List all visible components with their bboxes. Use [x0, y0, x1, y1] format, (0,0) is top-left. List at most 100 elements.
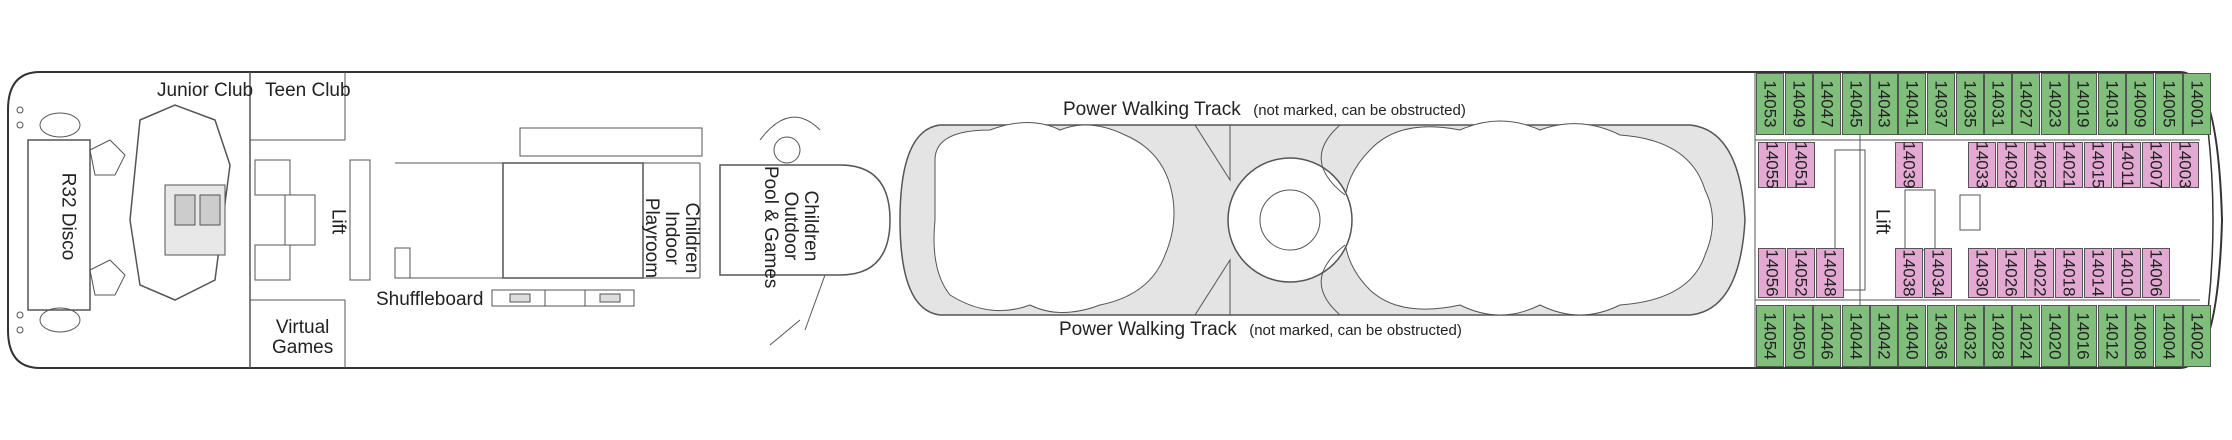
power-walking-bottom-note: (not marked, can be obstructed): [1249, 322, 1462, 339]
lift-label-forward: Lift: [327, 208, 349, 235]
power-walking-track-top: Power Walking Track (not marked, can be …: [1063, 100, 1466, 119]
cabin-number: 14028: [1989, 312, 2008, 360]
junior-club-label: Junior Club: [157, 80, 254, 101]
cabin-14034[interactable]: 14034: [1924, 248, 1952, 298]
cabin-14029[interactable]: 14029: [1997, 141, 2025, 189]
cabin-number: 14010: [2118, 249, 2137, 297]
cabin-14024[interactable]: 14024: [2012, 305, 2040, 367]
cabin-14002[interactable]: 14002: [2183, 305, 2211, 367]
cabin-number: 14007: [2147, 141, 2166, 189]
cabin-number: 14025: [2031, 141, 2050, 189]
cabin-14044[interactable]: 14044: [1842, 305, 1870, 367]
shuffleboard-label: Shuffleboard: [376, 289, 484, 310]
cabin-14008[interactable]: 14008: [2126, 305, 2154, 367]
shuffleboard-court: [491, 289, 635, 307]
children-indoor-playroom-label: Children Indoor Playroom: [641, 197, 702, 279]
cabin-number: 14038: [1900, 249, 1919, 297]
cabin-14052[interactable]: 14052: [1787, 248, 1815, 298]
cabin-14009[interactable]: 14009: [2126, 73, 2154, 135]
cabin-number: 14009: [2131, 80, 2150, 128]
cabin-number: 14044: [1847, 312, 1866, 360]
cabin-number: 14016: [2074, 312, 2093, 360]
cabin-14005[interactable]: 14005: [2155, 73, 2183, 135]
power-walking-bottom-title: Power Walking Track: [1059, 319, 1237, 340]
cabin-14028[interactable]: 14028: [1984, 305, 2012, 367]
cabin-number: 14053: [1761, 80, 1780, 128]
cabin-14047[interactable]: 14047: [1813, 73, 1841, 135]
cabin-14049[interactable]: 14049: [1785, 73, 1813, 135]
cabin-14026[interactable]: 14026: [1997, 248, 2025, 298]
cabin-14037[interactable]: 14037: [1927, 73, 1955, 135]
cabin-14039[interactable]: 14039: [1895, 141, 1923, 189]
cabin-14025[interactable]: 14025: [2026, 141, 2054, 189]
cabin-14055[interactable]: 14055: [1758, 141, 1786, 189]
cabin-number: 14018: [2060, 249, 2079, 297]
cabin-14001[interactable]: 14001: [2183, 73, 2211, 135]
cabin-14019[interactable]: 14019: [2069, 73, 2097, 135]
cabin-14030[interactable]: 14030: [1968, 248, 1996, 298]
cabin-number: 14019: [2074, 80, 2093, 128]
cabin-number: 14046: [1818, 312, 1837, 360]
cabin-number: 14045: [1847, 80, 1866, 128]
cabin-14038[interactable]: 14038: [1895, 248, 1923, 298]
power-walking-top-note: (not marked, can be obstructed): [1253, 102, 1466, 119]
cabin-number: 14003: [2176, 141, 2195, 189]
cabin-14054[interactable]: 14054: [1756, 305, 1784, 367]
cabin-number: 14034: [1929, 249, 1948, 297]
cabin-14020[interactable]: 14020: [2041, 305, 2069, 367]
power-walking-top-title: Power Walking Track: [1063, 99, 1241, 120]
cabin-14004[interactable]: 14004: [2155, 305, 2183, 367]
cabin-14040[interactable]: 14040: [1898, 305, 1926, 367]
cabin-number: 14024: [2017, 312, 2036, 360]
cabin-14012[interactable]: 14012: [2098, 305, 2126, 367]
lift-shaft-forward: [254, 159, 291, 196]
cabin-14007[interactable]: 14007: [2142, 141, 2170, 189]
cabin-14043[interactable]: 14043: [1870, 73, 1898, 135]
cabin-14032[interactable]: 14032: [1956, 305, 1984, 367]
cabin-number: 14011: [2118, 141, 2138, 189]
cabin-14053[interactable]: 14053: [1756, 73, 1784, 135]
cabin-number: 14002: [2188, 312, 2207, 360]
cabin-number: 14027: [2017, 80, 2036, 128]
cabin-14056[interactable]: 14056: [1758, 248, 1786, 298]
cabin-14013[interactable]: 14013: [2098, 73, 2126, 135]
cabin-number: 14039: [1900, 141, 1919, 189]
cabin-number: 14041: [1903, 80, 1922, 128]
cabin-14003[interactable]: 14003: [2171, 141, 2199, 189]
cabin-14014[interactable]: 14014: [2084, 248, 2112, 298]
cabin-14048[interactable]: 14048: [1816, 248, 1844, 298]
cabin-number: 14013: [2103, 80, 2122, 128]
cabin-14021[interactable]: 14021: [2055, 141, 2083, 189]
cabin-14011[interactable]: 14011: [2113, 142, 2141, 188]
cabin-14036[interactable]: 14036: [1927, 305, 1955, 367]
cabin-number: 14012: [2103, 312, 2122, 360]
cabin-14041[interactable]: 14041: [1898, 73, 1926, 135]
cabin-number: 14021: [2060, 141, 2079, 189]
cabin-14050[interactable]: 14050: [1785, 305, 1813, 367]
teen-club-label: Teen Club: [265, 80, 351, 101]
cabin-number: 14030: [1973, 249, 1992, 297]
cabin-14027[interactable]: 14027: [2012, 73, 2040, 135]
cabin-14051[interactable]: 14051: [1787, 141, 1815, 189]
cabin-14042[interactable]: 14042: [1870, 305, 1898, 367]
cabin-number: 14048: [1821, 249, 1840, 297]
cabin-14045[interactable]: 14045: [1842, 73, 1870, 135]
cabin-14031[interactable]: 14031: [1984, 73, 2012, 135]
cabin-14023[interactable]: 14023: [2041, 73, 2069, 135]
cabin-14010[interactable]: 14010: [2113, 248, 2141, 298]
cabin-number: 14022: [2031, 249, 2050, 297]
cabin-14033[interactable]: 14033: [1968, 141, 1996, 189]
cabin-14015[interactable]: 14015: [2084, 141, 2112, 189]
cabin-number: 14047: [1818, 80, 1837, 128]
cabin-number: 14036: [1932, 312, 1951, 360]
cabin-number: 14005: [2160, 80, 2179, 128]
cabin-number: 14004: [2160, 312, 2179, 360]
cabin-14022[interactable]: 14022: [2026, 248, 2054, 298]
cabin-14035[interactable]: 14035: [1956, 73, 1984, 135]
cabin-14046[interactable]: 14046: [1813, 305, 1841, 367]
cabin-14006[interactable]: 14006: [2142, 248, 2170, 298]
cabin-14018[interactable]: 14018: [2055, 248, 2083, 298]
cabin-14016[interactable]: 14016: [2069, 305, 2097, 367]
cabin-number: 14032: [1961, 312, 1980, 360]
